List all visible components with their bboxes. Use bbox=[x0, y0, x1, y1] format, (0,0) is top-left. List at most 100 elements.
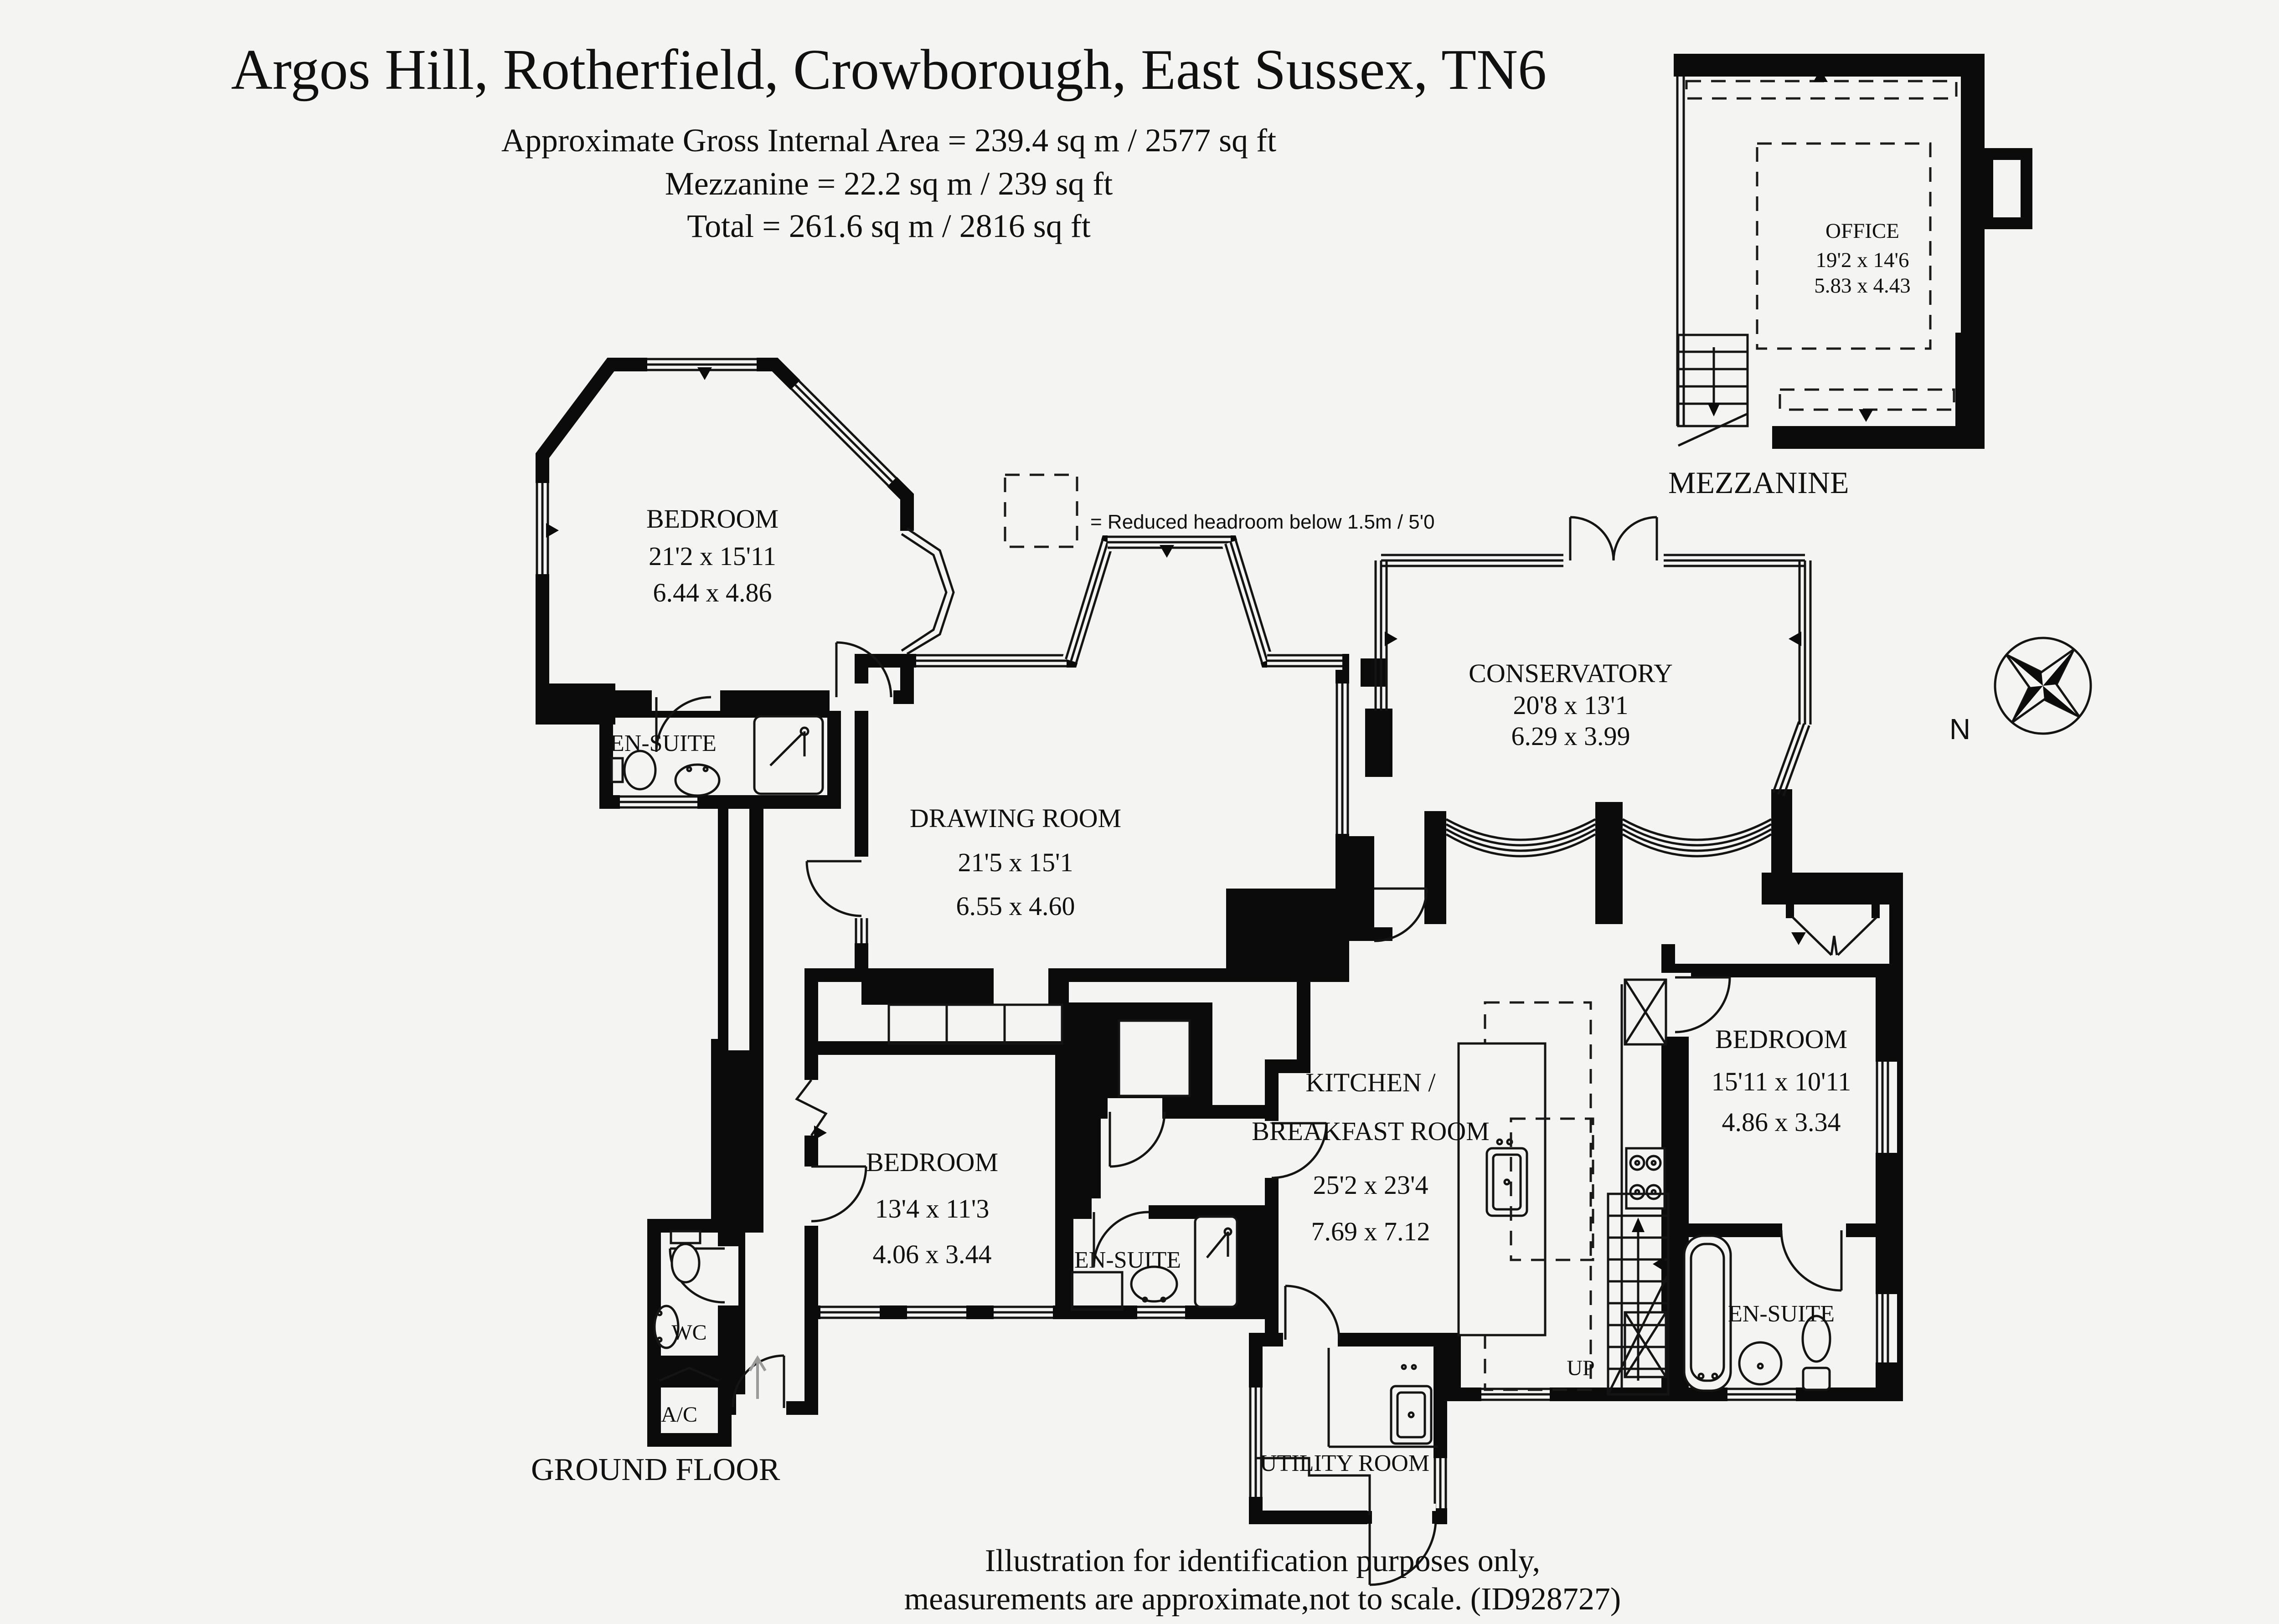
compass: N bbox=[1949, 637, 2092, 745]
kitchen-fixtures bbox=[1457, 978, 1667, 1391]
bath-icon bbox=[1683, 1234, 1732, 1392]
door-wc bbox=[669, 1246, 738, 1305]
room-dim-metric: 6.55 x 4.60 bbox=[956, 891, 1075, 921]
wall-wc-ac-junction bbox=[647, 1356, 732, 1388]
total-area: Total = 261.6 sq m / 2816 sq ft bbox=[687, 208, 1091, 244]
stairs-arrow-icon bbox=[1632, 1218, 1645, 1232]
window-utility-right bbox=[1431, 1458, 1449, 1508]
wall-bedroom2-top bbox=[1762, 873, 1903, 905]
window-bedroom1-bay bbox=[789, 378, 899, 488]
ground-floor-labels: BEDROOM 21'2 x 15'11 6.44 x 4.86 EN-SUIT… bbox=[610, 504, 1851, 1476]
shower-icon bbox=[1194, 1215, 1238, 1308]
door-bedroom2-ensuite2 bbox=[1780, 1217, 1846, 1292]
mezzanine-plan: OFFICE 19'2 x 14'6 5.83 x 4.43 MEZZANINE bbox=[1668, 54, 2032, 500]
door-bedroom1-hall bbox=[830, 641, 893, 711]
room-inner-hall bbox=[1087, 1105, 1279, 1219]
stairs-up-label: UP bbox=[1567, 1356, 1594, 1380]
disclaimer-line2: measurements are approximate,not to scal… bbox=[904, 1582, 1621, 1617]
window-bedroom3-b bbox=[907, 1303, 966, 1321]
header: Argos Hill, Rotherfield, Crowborough, Ea… bbox=[231, 38, 1547, 244]
closet-box bbox=[1118, 1019, 1191, 1097]
wc-fixtures bbox=[653, 1230, 701, 1349]
window-bedroom1-left bbox=[533, 483, 552, 574]
room-dim-imperial: 25'2 x 23'4 bbox=[1313, 1170, 1428, 1200]
room-dim-metric: 4.06 x 3.44 bbox=[873, 1239, 992, 1269]
room-label: EN-SUITE bbox=[1074, 1247, 1181, 1273]
mezz-wall-bump bbox=[1981, 148, 2032, 229]
ensuite3-fixtures bbox=[1071, 1215, 1238, 1311]
room-kitchen bbox=[1265, 927, 1675, 1401]
window-bedroom1-canted-bay bbox=[899, 527, 955, 655]
mezz-reduced-headroom-top bbox=[1685, 80, 1958, 100]
disclaimer-line1: Illustration for identification purposes… bbox=[985, 1543, 1540, 1578]
room-dim-metric: 5.83 x 4.43 bbox=[1814, 274, 1911, 298]
window-drawing-east bbox=[1333, 684, 1351, 834]
room-dim-metric: 7.69 x 7.12 bbox=[1311, 1217, 1430, 1246]
door-front-entrance bbox=[732, 1354, 786, 1422]
room-dim-imperial: 21'5 x 15'1 bbox=[958, 848, 1073, 877]
wall-filler-ensuite3-east bbox=[1233, 1205, 1279, 1319]
compass-circle-icon bbox=[1994, 637, 2092, 735]
stairs-up bbox=[1510, 1117, 1670, 1396]
door-inner-hall-north bbox=[1108, 1098, 1166, 1168]
mezz-reduced-headroom-office bbox=[1756, 142, 1932, 350]
door-kitchen-utility bbox=[1283, 1285, 1341, 1353]
door-drawing-conservatory-lobby bbox=[1374, 887, 1428, 942]
vanity-counter bbox=[1071, 1271, 1124, 1311]
ensuite1-fixtures bbox=[610, 715, 824, 797]
window-ensuite3 bbox=[1137, 1303, 1185, 1321]
wall-ticks bbox=[546, 367, 1806, 1271]
room-label: CONSERVATORY bbox=[1469, 658, 1673, 688]
room-label: DRAWING ROOM bbox=[910, 803, 1121, 833]
mezzanine-title: MEZZANINE bbox=[1668, 465, 1849, 500]
door-utility-exterior bbox=[1366, 1504, 1438, 1586]
door-bedroom2-double bbox=[1786, 905, 1880, 956]
toilet-icon bbox=[1802, 1367, 1831, 1391]
sink-icon bbox=[1130, 1265, 1178, 1303]
window-bedroom3-a bbox=[820, 1303, 880, 1321]
room-dim-imperial: 20'8 x 13'1 bbox=[1513, 690, 1629, 720]
window-bedroom3-c bbox=[994, 1303, 1053, 1321]
page-title: Argos Hill, Rotherfield, Crowborough, Ea… bbox=[231, 38, 1547, 102]
room-label: A/C bbox=[661, 1403, 697, 1427]
room-label: BEDROOM bbox=[866, 1147, 998, 1177]
room-dim-metric: 6.44 x 4.86 bbox=[653, 578, 772, 607]
pier-conservatory-west bbox=[1365, 709, 1392, 777]
door-bedroom1-ensuite1 bbox=[652, 684, 720, 752]
room-label: BEDROOM bbox=[646, 504, 779, 534]
wardrobe-row bbox=[887, 1003, 1063, 1045]
conservatory-french-doors bbox=[1563, 516, 1664, 572]
room-bedroom-2 bbox=[1675, 964, 1889, 1237]
window-bedroom2-bottom bbox=[1727, 1385, 1796, 1403]
mezz-wall-bottom bbox=[1772, 426, 1961, 449]
toilet-bowl-icon bbox=[1801, 1315, 1831, 1363]
pier-conservatory-sw bbox=[1424, 811, 1446, 943]
utility-fixtures bbox=[1257, 1348, 1438, 1515]
opening-zigzag-bedroom3 bbox=[795, 1079, 828, 1136]
room-label: UTILITY ROOM bbox=[1260, 1450, 1429, 1476]
reduced-headroom-swatch bbox=[1004, 473, 1078, 548]
door-ensuite3 bbox=[1092, 1198, 1149, 1267]
wall-filler-ensuite1 bbox=[536, 684, 615, 725]
corridor-void bbox=[728, 809, 749, 1050]
toilet-icon bbox=[670, 1230, 701, 1244]
room-label: BREAKFAST ROOM bbox=[1252, 1116, 1490, 1146]
window-utility-left bbox=[1247, 1388, 1265, 1497]
utility-step bbox=[1257, 1457, 1371, 1515]
room-dim-imperial: 19'2 x 14'6 bbox=[1816, 248, 1909, 272]
room-bedroom-3 bbox=[804, 1041, 1069, 1319]
window-ensuite1 bbox=[620, 793, 697, 811]
toilet-icon bbox=[610, 757, 624, 783]
window-ensuite2-east bbox=[1868, 1294, 1897, 1362]
door-inner-hall-kitchen bbox=[1258, 1121, 1328, 1179]
conservatory-glazing bbox=[1374, 554, 1812, 797]
room-dim-metric: 4.86 x 3.34 bbox=[1722, 1107, 1841, 1137]
window-drawing-bay-right bbox=[1222, 540, 1276, 663]
mezz-wall-right-upper bbox=[1961, 54, 1985, 333]
pier-conservatory-centre bbox=[1595, 802, 1623, 943]
door-bedroom3 bbox=[798, 1165, 867, 1226]
mezz-stairs bbox=[1677, 334, 1749, 447]
utility-sink-icon bbox=[1390, 1385, 1433, 1445]
gross-internal-area: Approximate Gross Internal Area = 239.4 … bbox=[501, 122, 1276, 159]
